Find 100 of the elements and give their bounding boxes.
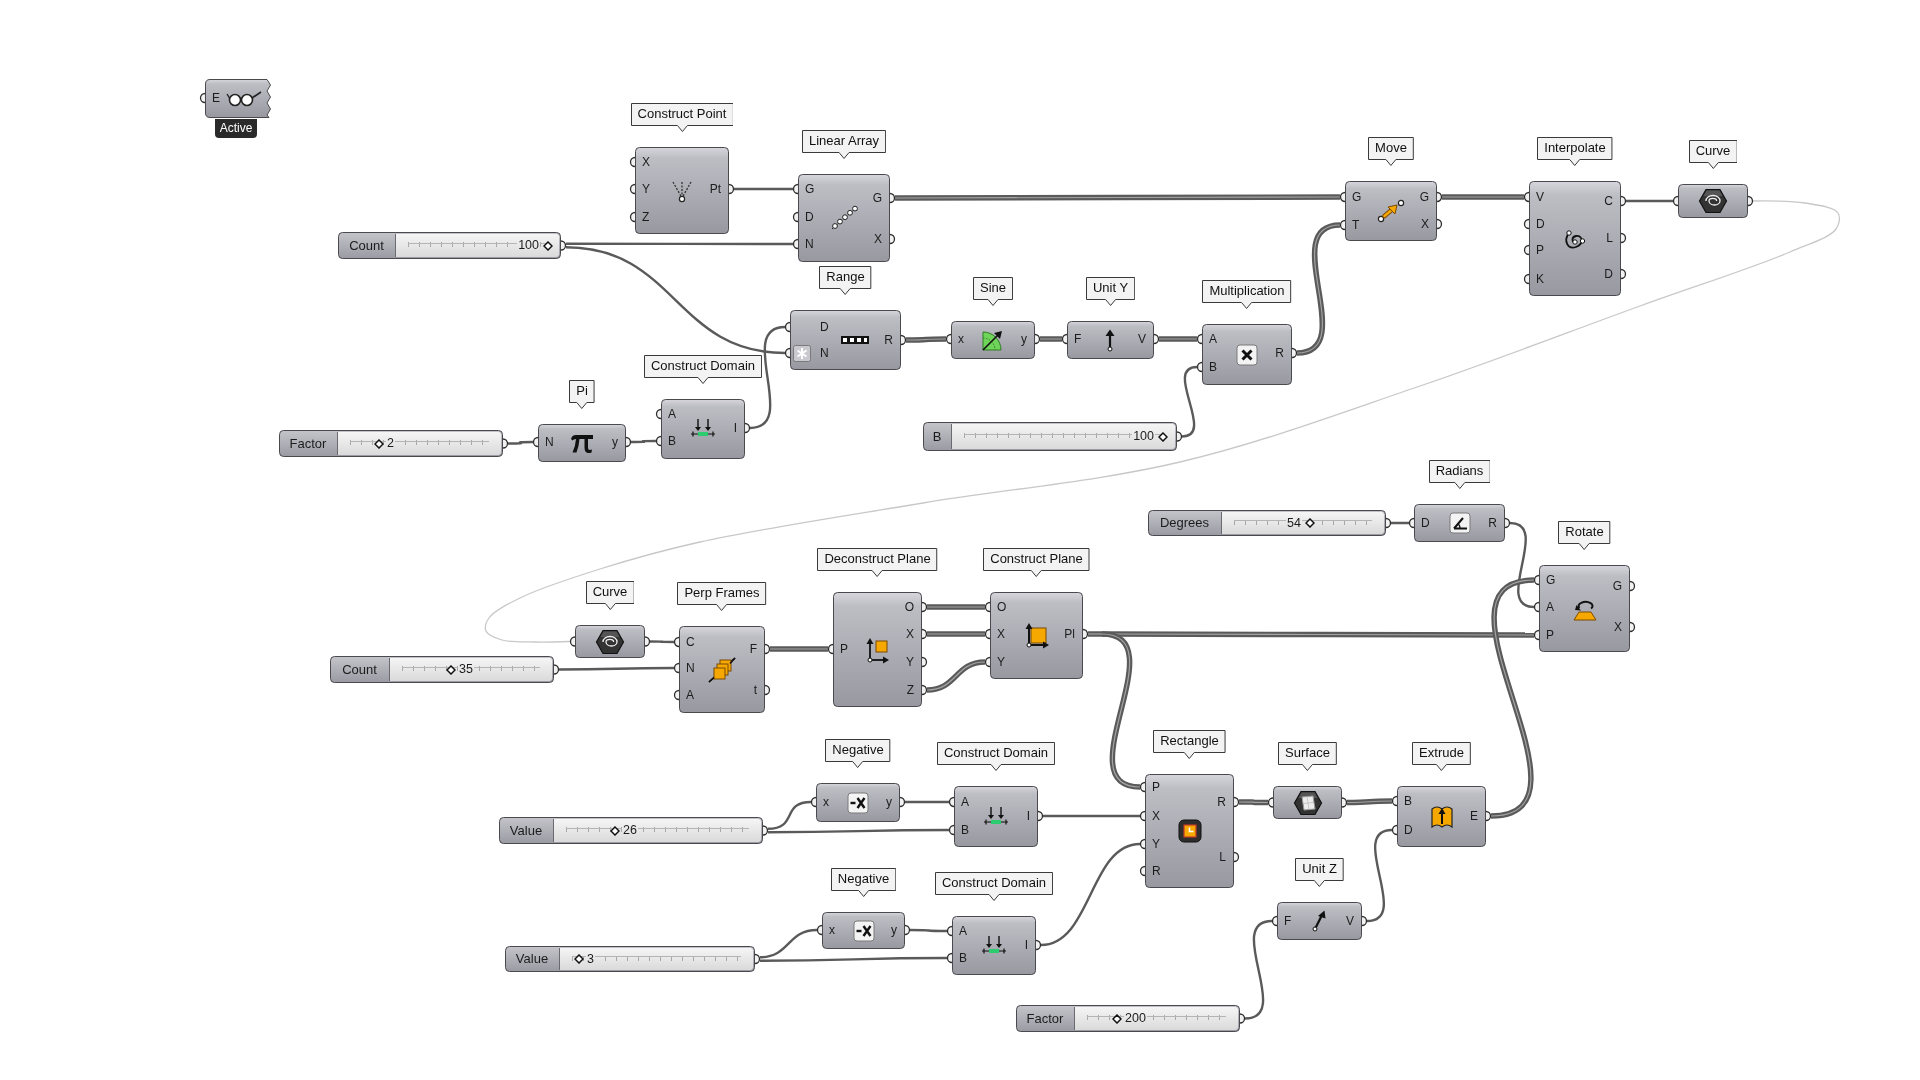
port-label: X: [1614, 619, 1622, 635]
port-label: T: [1352, 217, 1360, 233]
name-tag: Move: [1368, 137, 1414, 166]
port-label: X: [1152, 808, 1160, 824]
port-label: Z: [906, 682, 914, 698]
port-label: A: [668, 406, 676, 422]
slider-label: Count: [341, 661, 378, 679]
port-label: x: [829, 922, 835, 938]
port-label: R: [1217, 794, 1226, 810]
name-tag: Multiplication: [1202, 280, 1292, 309]
port-label: G: [1419, 189, 1429, 205]
name-tag: Perp Frames: [677, 582, 767, 611]
port-label: V: [1138, 331, 1146, 347]
port-label: Y: [906, 654, 914, 670]
port-label: R: [1488, 515, 1497, 531]
port-label: y: [1021, 331, 1027, 347]
port-label: V: [1346, 913, 1354, 929]
port-label: G: [805, 181, 815, 197]
port-label: X: [874, 231, 882, 247]
name-tag: Surface: [1278, 742, 1337, 771]
port-label: I: [1024, 937, 1028, 953]
port-label: B: [668, 433, 676, 449]
name-tag: Construct Plane: [983, 548, 1090, 577]
port-label: Y: [642, 181, 650, 197]
port-label: X: [997, 626, 1005, 642]
port-label: P: [1152, 779, 1160, 795]
port-label: N: [545, 434, 554, 450]
port-label: N: [686, 660, 695, 676]
port-label: O: [997, 599, 1007, 615]
port-label: E: [1470, 808, 1478, 824]
port-label: x: [823, 794, 829, 810]
port-label: K: [1536, 271, 1544, 287]
slider-label: Factor: [1025, 1010, 1065, 1028]
slider-label: Factor: [288, 435, 328, 453]
port-label: Y: [997, 654, 1005, 670]
name-tag: Curve: [1688, 140, 1738, 169]
slider-label: Value: [514, 950, 550, 968]
port-label: L: [1219, 849, 1226, 865]
port-label: B: [1209, 359, 1217, 375]
port-label: B: [1404, 793, 1412, 809]
port-label: D: [820, 319, 829, 335]
port-label: N: [805, 236, 814, 252]
port-label: X: [642, 154, 650, 170]
port-label: D: [1536, 216, 1545, 232]
name-tag: Unit Y: [1085, 277, 1136, 306]
port-label: D: [805, 209, 814, 225]
port-label: F: [1074, 331, 1082, 347]
slider-label: B: [931, 428, 943, 446]
name-tag: Radians: [1428, 460, 1491, 489]
port-label: N: [820, 345, 829, 361]
port-label: L: [1606, 230, 1613, 246]
status-tag: Active: [214, 119, 258, 138]
port-label: Pl: [1064, 626, 1075, 642]
name-tag: Rectangle: [1153, 730, 1226, 759]
port-label: P: [1536, 242, 1544, 258]
port-label: E: [212, 90, 220, 106]
name-tag: Deconstruct Plane: [817, 548, 938, 577]
slider-label: Value: [508, 822, 544, 840]
port-label: P: [840, 641, 848, 657]
port-label: G: [1612, 578, 1622, 594]
slider-label: Degrees: [1158, 514, 1211, 532]
port-label: y: [612, 434, 618, 450]
port-label: C: [686, 634, 695, 650]
name-tag: Sine: [973, 277, 1013, 306]
name-tag: Extrude: [1412, 742, 1471, 771]
port-label: O: [904, 599, 914, 615]
name-tag: Negative: [830, 868, 897, 897]
port-label: F: [749, 641, 757, 657]
port-label: P: [1546, 627, 1554, 643]
port-label: F: [1284, 913, 1292, 929]
port-label: A: [961, 794, 969, 810]
port-label: Y: [1152, 836, 1160, 852]
port-label: D: [1421, 515, 1430, 531]
port-label: y: [891, 922, 897, 938]
port-label: R: [1275, 345, 1284, 361]
port-label: A: [959, 923, 967, 939]
port-label: G: [1546, 572, 1556, 588]
name-tag: Construct Domain: [935, 872, 1054, 901]
name-tag: Linear Array: [801, 130, 887, 159]
name-tag: Construct Domain: [937, 742, 1056, 771]
port-label: Pt: [709, 181, 721, 197]
port-label: A: [1209, 331, 1217, 347]
port-label: A: [1546, 599, 1554, 615]
name-tag: Rotate: [1558, 521, 1611, 550]
name-tag: Interpolate: [1537, 137, 1613, 166]
port-label: B: [959, 950, 967, 966]
name-tag: Curve: [585, 581, 635, 610]
port-label: X: [1421, 216, 1429, 232]
port-label: x: [958, 331, 964, 347]
name-tag: Negative: [825, 739, 891, 768]
port-label: I: [1026, 808, 1030, 824]
name-tag: Construct Domain: [644, 355, 763, 384]
port-label: D: [1604, 266, 1613, 282]
name-tag: Pi: [569, 380, 595, 409]
port-label: t: [753, 682, 757, 698]
port-label: R: [884, 332, 893, 348]
name-tag: Unit Z: [1295, 858, 1344, 887]
port-label: R: [1152, 863, 1161, 879]
port-label: y: [886, 794, 892, 810]
port-label: A: [686, 687, 694, 703]
